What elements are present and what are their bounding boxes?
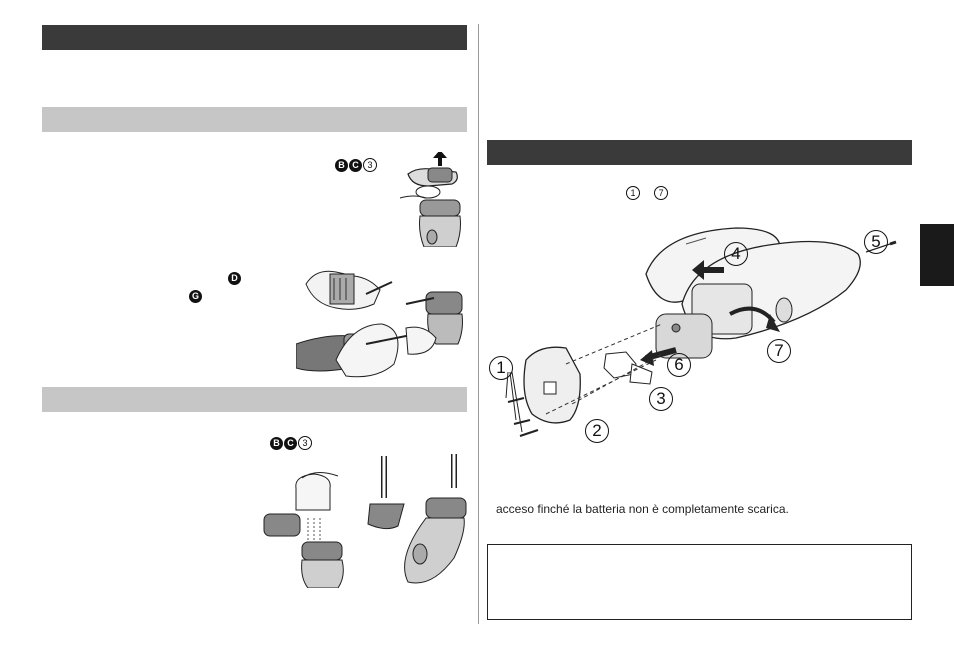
column-divider (478, 24, 479, 624)
badge-b: B (335, 158, 348, 172)
illustration-washing (263, 454, 467, 588)
section-header-bar-1 (42, 25, 467, 50)
illustration-brush-cleaning (296, 270, 463, 378)
language-side-tab (920, 224, 954, 286)
badge-c: C (284, 436, 297, 450)
diagram-label-2: 2 (585, 419, 609, 443)
badge-b: B (270, 436, 283, 450)
circled-step-end: 7 (654, 186, 669, 200)
note-box (487, 544, 912, 620)
diagram-label-7: 7 (767, 339, 791, 363)
section-header-bar-3 (42, 387, 467, 412)
diagram-label-6: 6 (667, 353, 691, 377)
badge-c: C (349, 158, 362, 172)
circled-number: 3 (298, 436, 312, 450)
diagram-label-4: 4 (724, 242, 748, 266)
badge-g: G (189, 290, 202, 304)
diagram-label-5: 5 (864, 230, 888, 254)
step-range-reference: 1 7 (626, 186, 669, 200)
badge-d-ref: D (228, 270, 242, 288)
badge-g-ref: G (189, 288, 203, 306)
section-header-bar-2 (42, 107, 467, 132)
illustration-remove-head (399, 152, 461, 247)
section-header-bar-4 (487, 140, 912, 165)
diagram-label-1: 1 (489, 356, 513, 380)
battery-discharge-text: acceso finché la batteria non è completa… (496, 502, 789, 516)
circled-number: 3 (363, 158, 377, 172)
battery-removal-diagram (505, 227, 897, 437)
badge-d: D (228, 272, 241, 286)
diagram-label-3: 3 (649, 387, 673, 411)
circled-step-start: 1 (626, 186, 640, 200)
